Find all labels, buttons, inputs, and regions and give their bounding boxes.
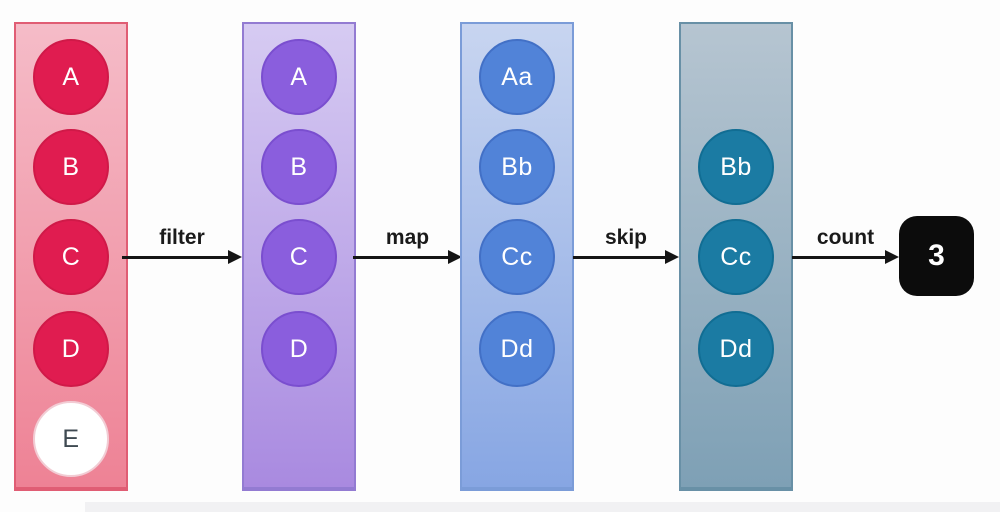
column-source: A B C D E — [14, 22, 128, 491]
mapped-element-dd: Dd — [479, 311, 555, 387]
result-count-box: 3 — [899, 216, 974, 296]
source-element-b: B — [33, 129, 109, 205]
mapped-element-aa: Aa — [479, 39, 555, 115]
source-element-e-excluded: E — [33, 401, 109, 477]
bottom-edge-strip — [85, 502, 1000, 512]
arrow-map-head-icon — [448, 250, 462, 264]
source-element-a: A — [33, 39, 109, 115]
column-after-filter: A B C D — [242, 22, 356, 491]
arrow-filter — [122, 256, 230, 259]
column-after-map: Aa Bb Cc Dd — [460, 22, 574, 491]
operation-label-filter: filter — [159, 226, 205, 249]
arrow-map — [353, 256, 450, 259]
mapped-element-bb: Bb — [479, 129, 555, 205]
skipped-element-cc: Cc — [698, 219, 774, 295]
operation-label-skip: skip — [604, 226, 648, 249]
arrow-count — [792, 256, 887, 259]
skipped-element-dd: Dd — [698, 311, 774, 387]
arrow-count-head-icon — [885, 250, 899, 264]
source-element-d: D — [33, 311, 109, 387]
arrow-filter-head-icon — [228, 250, 242, 264]
filtered-element-d: D — [261, 311, 337, 387]
arrow-skip-head-icon — [665, 250, 679, 264]
filtered-element-c: C — [261, 219, 337, 295]
operation-label-map: map — [385, 226, 430, 249]
column-after-skip: Bb Cc Dd — [679, 22, 793, 491]
source-element-c: C — [33, 219, 109, 295]
arrow-skip — [573, 256, 667, 259]
filtered-element-b: B — [261, 129, 337, 205]
mapped-element-cc: Cc — [479, 219, 555, 295]
skipped-element-bb: Bb — [698, 129, 774, 205]
operation-label-count: count — [816, 226, 875, 249]
filtered-element-a: A — [261, 39, 337, 115]
